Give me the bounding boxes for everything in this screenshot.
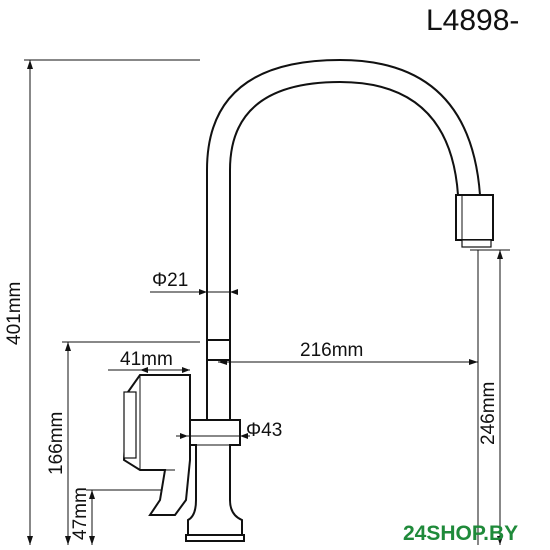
spout-diameter-dimension: Φ21 bbox=[150, 270, 238, 295]
model-title: L4898- bbox=[426, 4, 519, 37]
total-height-label: 401mm bbox=[4, 282, 25, 345]
spout-joint bbox=[206, 339, 231, 361]
spout-height-dimension: 246mm bbox=[470, 249, 510, 545]
base-height-label: 47mm bbox=[70, 487, 91, 540]
lever-grip bbox=[123, 391, 137, 459]
body-diameter-label: Φ43 bbox=[246, 420, 282, 441]
aerator bbox=[461, 239, 492, 248]
lever-height-label: 166mm bbox=[46, 412, 67, 475]
watermark: 24SHOP.BY bbox=[403, 522, 518, 545]
handle-length-label: 41mm bbox=[120, 349, 173, 370]
spout-diameter-label: Φ21 bbox=[152, 270, 188, 291]
lever-height-dimension: 166mm bbox=[46, 341, 200, 545]
body-diameter-dimension: Φ43 bbox=[176, 420, 282, 441]
reach-label: 216mm bbox=[300, 340, 363, 361]
handle-length-dimension: 41mm bbox=[108, 349, 190, 373]
base-height-dimension: 47mm bbox=[70, 487, 175, 545]
base-plate bbox=[185, 534, 245, 542]
spout-height-label: 246mm bbox=[478, 382, 499, 445]
reach-dimension: 216mm bbox=[218, 340, 478, 365]
body-cylinder bbox=[187, 419, 243, 541]
faucet-body bbox=[122, 58, 494, 542]
total-height-dimension: 401mm bbox=[4, 59, 200, 545]
